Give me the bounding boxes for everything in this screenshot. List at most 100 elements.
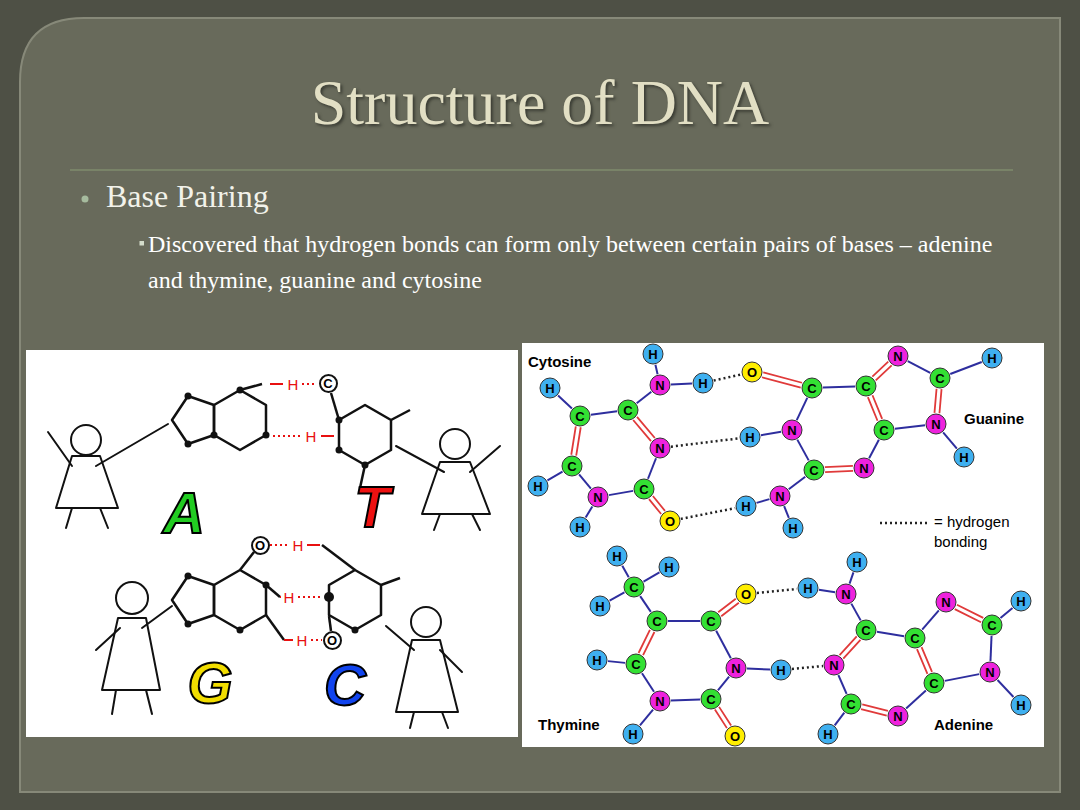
atom-fill bbox=[856, 376, 876, 396]
bond-stroke bbox=[240, 552, 254, 570]
atom-circle: O bbox=[659, 510, 681, 532]
atom-fill bbox=[771, 660, 791, 680]
scientist-coat bbox=[396, 640, 458, 712]
bond-line bbox=[851, 604, 860, 621]
atom-symbol: N bbox=[941, 596, 950, 609]
atom-symbol: N bbox=[841, 588, 850, 601]
atom-circle: H bbox=[1010, 590, 1032, 612]
atom-circle: C bbox=[904, 627, 926, 649]
bond-dash bbox=[280, 596, 281, 598]
atom-symbol: C bbox=[935, 372, 944, 385]
scientist-coat bbox=[56, 456, 118, 508]
atom-symbol: H bbox=[776, 664, 785, 677]
atom-symbol: H bbox=[628, 728, 637, 741]
bond-line bbox=[762, 372, 802, 387]
hydrogen-label: H bbox=[297, 632, 308, 649]
atom-fill bbox=[856, 620, 876, 640]
atom-fill bbox=[980, 662, 1000, 682]
single-bond bbox=[945, 674, 979, 681]
atom-circle: H bbox=[953, 446, 975, 468]
bond-line bbox=[838, 675, 846, 694]
atom-fill bbox=[647, 611, 667, 631]
sub-bullet bbox=[140, 241, 145, 246]
bond-line bbox=[681, 508, 735, 519]
atom-circle: N bbox=[649, 437, 671, 459]
bond-line bbox=[622, 566, 628, 578]
atom-symbol: N bbox=[655, 695, 664, 708]
atom-symbol: O bbox=[730, 730, 740, 743]
atom-symbol: H bbox=[803, 582, 812, 595]
bond-line bbox=[797, 398, 808, 420]
atom-symbol: H bbox=[741, 500, 750, 513]
bond-line bbox=[906, 690, 926, 708]
atom-symbol: C bbox=[809, 464, 818, 477]
bond-line bbox=[825, 466, 853, 472]
hydrogen-bond bbox=[273, 435, 301, 437]
atom-symbol: N bbox=[655, 379, 664, 392]
atom-fill bbox=[650, 375, 670, 395]
atom-fill bbox=[924, 673, 944, 693]
hydrogen-label: H bbox=[284, 589, 295, 606]
single-bond bbox=[877, 632, 904, 636]
single-bond bbox=[640, 596, 651, 612]
atom-symbol: C bbox=[861, 380, 870, 393]
atom-fill bbox=[818, 724, 838, 744]
atom-symbol: N bbox=[859, 462, 868, 475]
scientist-head bbox=[71, 425, 101, 455]
bond-line bbox=[757, 499, 770, 503]
bond-line bbox=[633, 417, 655, 441]
bond-line bbox=[649, 496, 665, 514]
base-name: Thymine bbox=[538, 716, 600, 733]
atom-fill bbox=[650, 691, 670, 711]
bond-line bbox=[955, 605, 984, 623]
bond-line bbox=[640, 596, 651, 612]
bond-line bbox=[792, 666, 823, 669]
bond-line bbox=[644, 572, 660, 581]
atom-circle: H bbox=[622, 723, 644, 745]
atom-fill bbox=[570, 517, 590, 537]
atom-dot bbox=[263, 432, 270, 439]
atom-fill bbox=[736, 584, 756, 604]
hydrogen-label: H bbox=[293, 537, 304, 554]
bond-dash bbox=[284, 639, 293, 641]
atom-symbol: C bbox=[706, 693, 715, 706]
hydrogen-bond bbox=[757, 589, 797, 593]
atom-dot bbox=[237, 627, 244, 634]
scientist-head bbox=[440, 429, 470, 459]
atom-fill bbox=[324, 632, 341, 649]
atom-circle: C bbox=[623, 576, 645, 598]
double-bond bbox=[762, 372, 802, 387]
atom-symbol: C bbox=[706, 615, 715, 628]
single-bond bbox=[610, 592, 625, 600]
scientist-arm bbox=[386, 626, 414, 650]
circled-atom: C bbox=[319, 374, 338, 393]
atom-circle: N bbox=[835, 583, 857, 605]
atom-fill bbox=[888, 706, 908, 726]
bond-line bbox=[908, 361, 931, 373]
scientist-arm bbox=[48, 432, 72, 466]
atom-circle: N bbox=[725, 657, 747, 679]
bond-stroke bbox=[322, 545, 355, 570]
atom-dot bbox=[185, 573, 192, 580]
bond-stroke bbox=[381, 578, 400, 585]
bond-line bbox=[608, 661, 625, 663]
atom-dot bbox=[352, 627, 359, 634]
single-bond bbox=[943, 432, 957, 448]
hydrogen-bond bbox=[270, 544, 288, 546]
single-bond bbox=[823, 386, 855, 387]
atom-dot bbox=[185, 393, 192, 400]
bullet-text: Discovered that hydrogen bonds can form … bbox=[148, 226, 998, 298]
hydrogen-bond bbox=[681, 508, 735, 519]
bond-line bbox=[943, 432, 957, 448]
single-bond bbox=[718, 677, 729, 691]
single-bond bbox=[998, 680, 1014, 697]
cytosine-ring bbox=[329, 570, 381, 630]
bond-stroke bbox=[329, 616, 331, 631]
bond-line bbox=[558, 396, 572, 409]
atom-symbol: O bbox=[747, 366, 757, 379]
cartoon-panel bbox=[26, 350, 518, 737]
atom-fill bbox=[643, 344, 663, 364]
hydrogen-bond bbox=[714, 374, 742, 380]
legend-sample bbox=[880, 522, 928, 525]
